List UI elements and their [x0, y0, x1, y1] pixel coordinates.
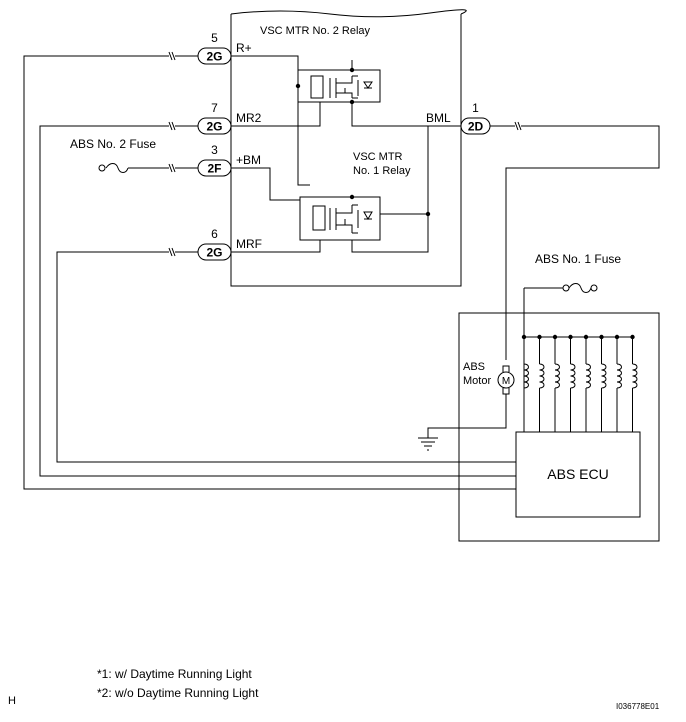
wire-ext-mr2	[39, 125, 516, 477]
solenoid-coil	[539, 337, 545, 432]
ecu-enclosure	[458, 312, 660, 542]
wire-abs1-fuse	[523, 287, 565, 432]
figure-id: I036778E01	[616, 702, 660, 711]
abs-no2-fuse-label: ABS No. 2 Fuse	[70, 137, 156, 151]
solenoid-junction-dot	[599, 334, 604, 340]
connector-bml: 2D 1	[460, 101, 491, 135]
ground-symbol	[418, 437, 438, 451]
solenoid-coil	[554, 337, 560, 432]
wire-ext-mrf	[56, 251, 516, 463]
connector-r-plus: 2G 5	[197, 31, 232, 65]
connector-mr2: 2G 7	[197, 101, 232, 135]
abs-no2-fuse-symbol	[105, 163, 129, 173]
connector-code: 2F	[207, 162, 221, 176]
relay-no1-label-line2: No. 1 Relay	[353, 165, 411, 177]
solenoid-junction-dot	[583, 334, 589, 340]
abs-ecu-label: ABS ECU	[547, 466, 608, 482]
abs-motor-symbol-text: M	[502, 376, 510, 387]
signal-label-mrf: MRF	[236, 237, 262, 251]
connector-code: 2D	[468, 120, 484, 134]
signal-label-mr2: MR2	[236, 111, 262, 125]
relay-no1-label-line1: VSC MTR	[353, 151, 403, 163]
connector-pin: 7	[211, 101, 218, 115]
signal-label-bml: BML	[426, 111, 451, 125]
solenoid-group	[523, 334, 638, 432]
relay-no2-label: VSC MTR No. 2 Relay	[260, 25, 371, 37]
wire-relay1-bottom	[351, 214, 429, 253]
wire-ext-bml	[490, 125, 660, 360]
junction-block-torn-edge	[230, 9, 467, 18]
abs-motor-label-line1: ABS	[463, 361, 485, 373]
wire-motor-ground	[427, 394, 507, 438]
signal-label-plus-bm: +BM	[236, 153, 261, 167]
note-no-daytime-running-light: *2: w/o Daytime Running Light	[97, 686, 259, 700]
solenoid-junction-dot	[568, 334, 573, 340]
wire-relay2-bml	[351, 102, 461, 127]
connector-code: 2G	[206, 246, 222, 260]
solenoid-coil	[570, 337, 576, 432]
connector-pin: 6	[211, 227, 218, 241]
wire-plus-bm	[231, 167, 300, 201]
connector-plus-bm: 2F 3	[197, 143, 232, 177]
junction-block-outline	[230, 14, 462, 287]
relay-no2-box	[297, 69, 381, 103]
connector-pin: 1	[472, 101, 479, 115]
solenoid-junction-dot	[537, 334, 542, 340]
solenoid-junction-dot	[552, 334, 558, 340]
wire-ext-r-plus	[23, 55, 516, 490]
abs-ecu-box	[515, 431, 641, 518]
signal-label-r-plus: R+	[236, 41, 252, 55]
solenoid-coil	[632, 337, 638, 432]
abs-no1-fuse-label: ABS No. 1 Fuse	[535, 252, 621, 266]
connector-mrf: 2G 6	[197, 227, 232, 261]
abs-motor-symbol	[497, 371, 515, 389]
note-daytime-running-light: *1: w/ Daytime Running Light	[97, 667, 252, 681]
relay-no1-box	[299, 196, 381, 241]
connector-pin: 3	[211, 143, 218, 157]
connector-code: 2G	[206, 120, 222, 134]
solenoid-junction-dot	[630, 334, 635, 340]
solenoid-coil	[616, 337, 622, 432]
connector-pin: 5	[211, 31, 218, 45]
solenoid-coil	[523, 337, 529, 432]
abs-no1-fuse-symbol	[568, 283, 592, 293]
solenoid-coil	[585, 337, 591, 432]
wire-mrf	[231, 240, 321, 253]
connector-code: 2G	[206, 50, 222, 64]
solenoid-coil	[601, 337, 607, 432]
solenoid-junction-dot	[614, 334, 620, 340]
abs-motor-label-line2: Motor	[463, 375, 491, 387]
wire-mr2	[231, 102, 321, 127]
corner-label: H	[8, 695, 16, 707]
